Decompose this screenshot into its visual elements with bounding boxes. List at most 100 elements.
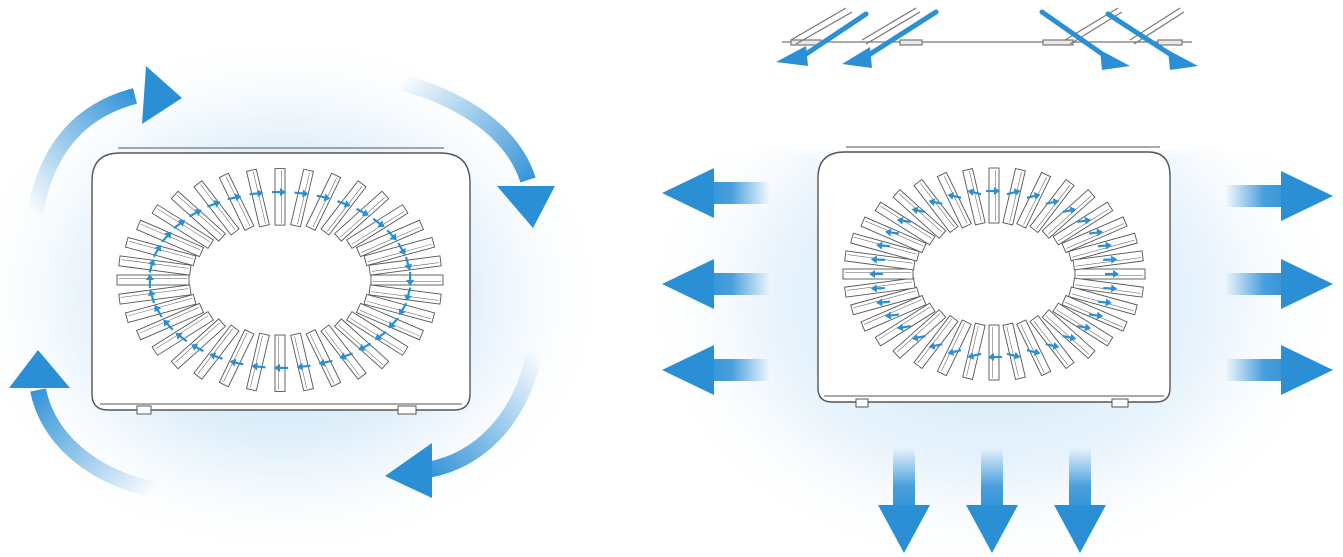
vane-arrow-icon — [207, 200, 221, 208]
louver-vane — [245, 168, 270, 228]
vane-arrow-icon — [896, 323, 911, 332]
vane-arrow-icon — [358, 342, 372, 351]
vane-arrow-icon — [911, 333, 926, 342]
straight-arrow-icon-head — [1168, 50, 1198, 70]
vane-arrow-icon — [272, 188, 286, 197]
vane-arrow-icon — [967, 351, 982, 360]
curved-arrow-icon-head — [385, 443, 432, 498]
straight-arrow-icon — [861, 9, 939, 61]
vane-ring — [116, 168, 444, 392]
louver-vane — [892, 189, 947, 239]
straight-arrow-icon — [662, 345, 770, 395]
louver-vane — [355, 219, 424, 258]
louver-vane — [1068, 232, 1138, 262]
vane-arrow-icon — [386, 229, 397, 241]
vane-arrow-icon — [163, 319, 174, 331]
vane-arrow-icon — [885, 228, 900, 237]
vane-arrow-icon — [398, 302, 408, 316]
vane-arrow-icon — [404, 287, 412, 301]
vane-arrow-icon — [1026, 192, 1041, 200]
louver-vane — [892, 309, 947, 359]
vane-arrow-icon — [1006, 351, 1021, 360]
flow-arrows — [662, 168, 1333, 553]
straight-arrow-icon-head — [1100, 50, 1130, 70]
vane-arrow-icon — [1062, 206, 1077, 215]
louver-vane — [320, 180, 367, 236]
vane-arrow-icon — [175, 332, 188, 343]
louver-top-view-icon — [782, 7, 1192, 46]
vane-arrow-icon — [870, 255, 885, 264]
vane-arrow-icon — [173, 219, 186, 230]
louver-vane — [1002, 322, 1026, 380]
vane-arrow-icon — [229, 358, 244, 367]
louver-vane — [1041, 189, 1096, 239]
vane-arrow-icon — [967, 188, 982, 197]
louver-flow-arrows — [776, 9, 1198, 70]
louver-vane — [305, 329, 342, 388]
vane-arrow-icon — [1105, 270, 1119, 278]
vane-ring — [842, 167, 1146, 381]
vane-arrow-icon — [928, 342, 943, 350]
straight-arrow-icon — [1225, 345, 1333, 395]
louver-vane — [988, 167, 1000, 224]
curved-arrow-icon — [426, 350, 543, 478]
louver-vane — [305, 172, 342, 231]
curved-arrow-icon-head — [9, 350, 70, 388]
vane-arrow-icon — [337, 200, 351, 208]
vane-arrow-icon — [209, 352, 223, 360]
curved-arrow-icon-head — [142, 66, 182, 124]
louver-vane — [290, 168, 315, 228]
vane-arrow-icon — [148, 259, 156, 273]
curved-arrow-icon — [397, 74, 536, 183]
appliance-body — [91, 152, 471, 411]
vane-arrow-icon — [296, 362, 311, 371]
vane-arrow-icon — [406, 272, 415, 286]
louver-vane — [962, 168, 986, 226]
vane-arrow-icon — [1062, 333, 1077, 342]
vane-arrow-icon — [947, 192, 962, 200]
vane-arrow-icon — [870, 284, 885, 293]
appliance-foot — [397, 405, 417, 415]
louver-vane — [363, 236, 436, 267]
vane-arrow-icon — [1103, 255, 1118, 264]
vane-arrow-icon — [986, 187, 1000, 195]
louver-vane — [245, 332, 270, 392]
straight-arrow-icon — [662, 259, 770, 309]
appliance-spread-mode — [817, 146, 1171, 408]
louver-vane — [274, 334, 286, 392]
straight-arrow-icon — [662, 168, 770, 218]
vane-arrow-icon — [1103, 284, 1118, 293]
vane-arrow-icon — [145, 274, 154, 288]
vane-arrow-icon — [1006, 188, 1021, 197]
straight-arrow-icon — [1054, 448, 1106, 553]
louver-vane — [988, 324, 1000, 381]
straight-arrow-icon — [966, 448, 1018, 553]
straight-arrow-icon — [1225, 259, 1333, 309]
vane-arrow-icon — [1088, 228, 1103, 237]
louver-vane — [170, 318, 226, 370]
vane-arrow-icon — [152, 244, 162, 258]
straight-arrow-icon — [1039, 9, 1111, 61]
vane-arrow-icon — [1045, 198, 1060, 206]
appliance-foot — [855, 398, 869, 408]
vane-arrow-icon — [928, 198, 943, 206]
louver-vane — [1002, 168, 1026, 226]
vane-arrow-icon — [1026, 348, 1041, 356]
vane-arrow-icon — [388, 317, 399, 329]
vane-arrow-icon — [148, 289, 156, 304]
vane-arrow-icon — [876, 241, 891, 250]
curved-arrow-icon — [27, 88, 138, 217]
vane-arrow-icon — [988, 353, 1002, 361]
vane-arrow-icon — [355, 207, 369, 217]
vane-arrow-icon — [191, 343, 205, 353]
vane-arrow-icon — [374, 330, 387, 341]
louver-vane — [334, 190, 390, 242]
louver-vane — [124, 293, 197, 324]
vane-arrow-icon — [947, 348, 962, 356]
vane-arrow-icon — [294, 189, 309, 198]
curved-arrow-icon-head — [497, 186, 555, 228]
louver-vane — [136, 302, 205, 341]
vane-arrow-icon — [397, 242, 406, 256]
louver-vane — [1061, 216, 1128, 254]
